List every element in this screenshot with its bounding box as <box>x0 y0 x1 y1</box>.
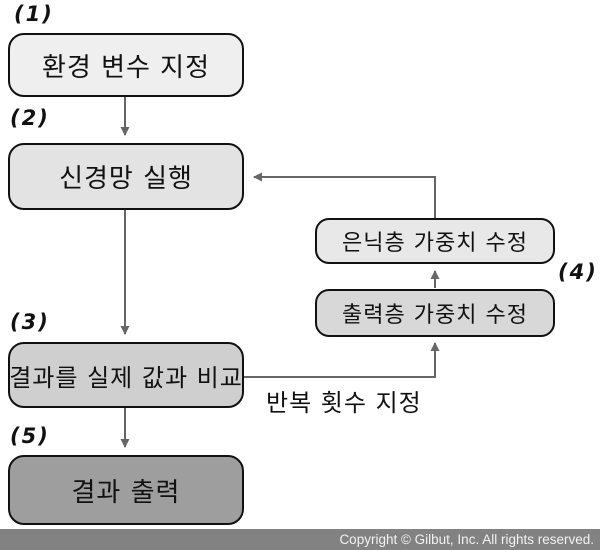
box-result-output: 결과 출력 <box>8 455 244 525</box>
arrow-compare-to-output <box>243 342 440 378</box>
copyright-text: Copyright © Gilbut, Inc. All rights rese… <box>339 532 594 547</box>
box-compare-results: 결과를 실제 값과 비교 <box>8 342 244 408</box>
step-label-1: (1) <box>14 2 54 26</box>
box-compare-results-label: 결과를 실제 값과 비교 <box>9 363 243 392</box>
box-output-layer-weights-label: 출력층 가중치 수정 <box>342 303 528 328</box>
box-env-variables-label: 환경 변수 지정 <box>41 52 211 83</box>
arrow-hidden-to-run <box>253 172 436 218</box>
box-hidden-layer-weights-label: 은닉층 가중치 수정 <box>342 231 528 256</box>
box-run-network: 신경망 실행 <box>8 143 244 210</box>
step-label-4: (4) <box>558 260 598 284</box>
loop-count-edge-label: 반복 횟수 지정 <box>266 389 422 417</box>
box-result-output-label: 결과 출력 <box>71 477 181 508</box>
box-env-variables: 환경 변수 지정 <box>8 33 244 97</box>
box-run-network-label: 신경망 실행 <box>59 164 193 194</box>
copyright-bar: Copyright © Gilbut, Inc. All rights rese… <box>0 529 600 550</box>
step-label-3: (3) <box>10 310 50 334</box>
box-hidden-layer-weights: 은닉층 가중치 수정 <box>315 218 555 264</box>
box-output-layer-weights: 출력층 가중치 수정 <box>315 289 555 337</box>
step-label-5: (5) <box>10 424 50 448</box>
step-label-2: (2) <box>10 106 50 130</box>
